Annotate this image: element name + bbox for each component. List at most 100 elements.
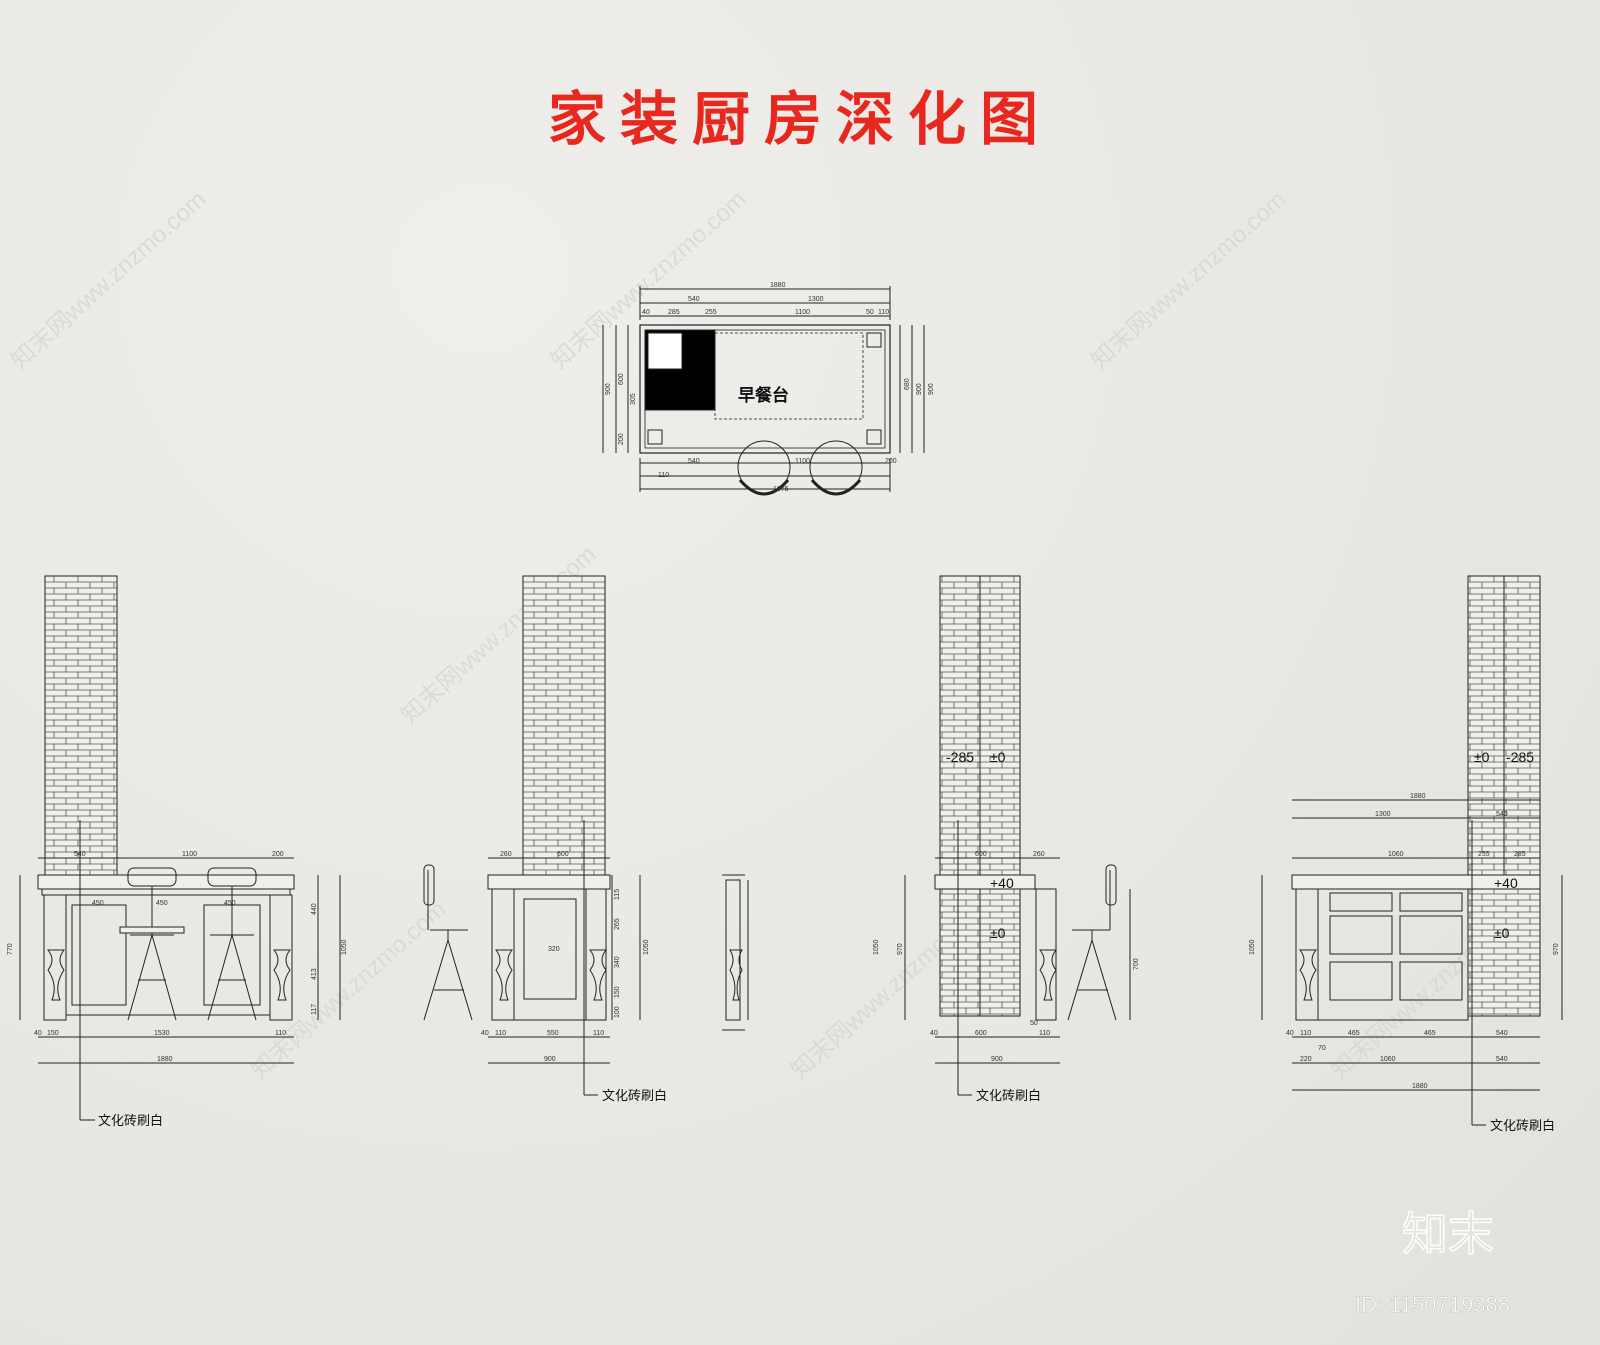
svg-text:1050: 1050 xyxy=(341,939,348,955)
svg-text:40: 40 xyxy=(1286,1030,1294,1037)
svg-text:450: 450 xyxy=(156,900,168,907)
svg-text:1530: 1530 xyxy=(154,1030,170,1037)
svg-text:465: 465 xyxy=(1348,1030,1360,1037)
material-label: 文化砖刷白 xyxy=(98,1113,163,1129)
material-label: 文化砖刷白 xyxy=(976,1088,1041,1104)
svg-text:150: 150 xyxy=(614,986,621,998)
svg-text:970: 970 xyxy=(1553,943,1560,955)
svg-text:440: 440 xyxy=(311,903,318,915)
svg-text:1050: 1050 xyxy=(873,939,880,955)
svg-text:260: 260 xyxy=(1033,851,1045,858)
svg-text:265: 265 xyxy=(614,918,621,930)
svg-text:285: 285 xyxy=(668,309,680,316)
svg-text:255: 255 xyxy=(705,309,717,316)
svg-text:110: 110 xyxy=(593,1030,604,1037)
level-mark: -285 xyxy=(1506,749,1534,765)
plan-label: 早餐台 xyxy=(738,385,789,406)
svg-text:220: 220 xyxy=(1300,1056,1312,1063)
elevation-front-labels: 540 1100 200 450 450 450 1530 1880 40 15… xyxy=(7,851,348,1129)
svg-text:1300: 1300 xyxy=(1375,811,1391,818)
svg-text:200: 200 xyxy=(272,851,284,858)
level-mark: ±0 xyxy=(990,925,1006,941)
svg-text:1880: 1880 xyxy=(1410,793,1426,800)
plan-view xyxy=(602,286,925,496)
svg-text:900: 900 xyxy=(928,383,935,395)
elevation-side-right xyxy=(904,575,1131,1096)
svg-text:200: 200 xyxy=(618,433,625,445)
svg-text:40: 40 xyxy=(930,1030,938,1037)
svg-text:600: 600 xyxy=(557,851,569,858)
svg-text:540: 540 xyxy=(688,458,700,465)
svg-text:200: 200 xyxy=(885,458,897,465)
svg-text:1880: 1880 xyxy=(770,282,786,289)
svg-text:110: 110 xyxy=(495,1030,506,1037)
elevation-side-left-labels: 260 600 320 550 900 40 110 110 1050 115 … xyxy=(481,851,667,1104)
plan-dimension-labels: 1880 540 1300 285 255 1100 50 110 40 540… xyxy=(605,282,935,493)
svg-text:540: 540 xyxy=(688,296,700,303)
svg-text:1050: 1050 xyxy=(1249,939,1256,955)
svg-text:70: 70 xyxy=(1318,1045,1326,1052)
brand-logo: 知末 xyxy=(1402,1207,1494,1261)
svg-text:1875: 1875 xyxy=(773,486,789,493)
svg-text:600: 600 xyxy=(618,373,625,385)
elevation-back-labels: ±0 -285 +40 ±0 1880 1300 540 1060 255 28… xyxy=(1249,749,1560,1134)
page-title: 家装厨房深化图 xyxy=(547,85,1052,153)
level-mark: +40 xyxy=(1494,875,1518,891)
column-section-detail xyxy=(722,874,749,1031)
svg-text:40: 40 xyxy=(481,1030,489,1037)
svg-text:1050: 1050 xyxy=(643,939,650,955)
svg-text:1880: 1880 xyxy=(157,1056,173,1063)
material-label: 文化砖刷白 xyxy=(1490,1118,1555,1134)
svg-text:110: 110 xyxy=(275,1030,286,1037)
level-mark: +40 xyxy=(990,875,1014,891)
svg-text:1060: 1060 xyxy=(1380,1056,1396,1063)
svg-text:305: 305 xyxy=(630,393,637,405)
svg-text:970: 970 xyxy=(897,943,904,955)
svg-text:1300: 1300 xyxy=(808,296,824,303)
svg-text:900: 900 xyxy=(991,1056,1003,1063)
svg-text:285: 285 xyxy=(1514,851,1526,858)
elevation-side-left xyxy=(423,575,641,1096)
level-mark: -285 xyxy=(946,749,974,765)
svg-text:40: 40 xyxy=(642,309,650,316)
elevation-side-right-labels: -285 ±0 +40 ±0 600 260 900 600 40 110 50… xyxy=(873,749,1140,1104)
svg-text:255: 255 xyxy=(1478,851,1490,858)
watermark-text: 知末网www.znzmo.com xyxy=(6,186,211,375)
svg-text:320: 320 xyxy=(548,946,560,953)
svg-text:550: 550 xyxy=(547,1030,559,1037)
svg-text:110: 110 xyxy=(878,309,889,316)
svg-text:900: 900 xyxy=(605,383,612,395)
level-mark: ±0 xyxy=(1494,925,1510,941)
svg-text:540: 540 xyxy=(1496,811,1508,818)
material-label: 文化砖刷白 xyxy=(602,1088,667,1104)
svg-text:340: 340 xyxy=(614,956,621,968)
svg-text:900: 900 xyxy=(916,383,923,395)
svg-text:1880: 1880 xyxy=(1412,1083,1428,1090)
svg-text:900: 900 xyxy=(544,1056,556,1063)
svg-text:465: 465 xyxy=(1424,1030,1436,1037)
svg-text:680: 680 xyxy=(904,378,911,390)
svg-text:110: 110 xyxy=(658,472,669,479)
svg-text:50: 50 xyxy=(866,309,874,316)
elevation-back xyxy=(1261,575,1563,1126)
svg-text:450: 450 xyxy=(92,900,104,907)
svg-text:540: 540 xyxy=(1496,1030,1508,1037)
svg-text:150: 150 xyxy=(47,1030,59,1037)
svg-text:1100: 1100 xyxy=(182,851,197,858)
svg-text:115: 115 xyxy=(614,889,621,900)
svg-text:1060: 1060 xyxy=(1388,851,1404,858)
svg-text:40: 40 xyxy=(34,1030,42,1037)
svg-text:450: 450 xyxy=(224,900,236,907)
svg-text:770: 770 xyxy=(7,943,14,955)
svg-text:413: 413 xyxy=(311,968,318,980)
svg-text:110: 110 xyxy=(1039,1030,1050,1037)
svg-text:600: 600 xyxy=(975,1030,987,1037)
svg-text:600: 600 xyxy=(975,851,987,858)
brand-watermark: 知末 ID: 1150719388 xyxy=(1355,1206,1510,1317)
svg-text:1100: 1100 xyxy=(795,309,810,316)
svg-text:540: 540 xyxy=(74,851,86,858)
svg-text:540: 540 xyxy=(1496,1056,1508,1063)
watermark-text: 知末网www.znzmo.com xyxy=(1086,186,1291,375)
svg-text:110: 110 xyxy=(1300,1030,1311,1037)
svg-text:117: 117 xyxy=(311,1004,318,1015)
